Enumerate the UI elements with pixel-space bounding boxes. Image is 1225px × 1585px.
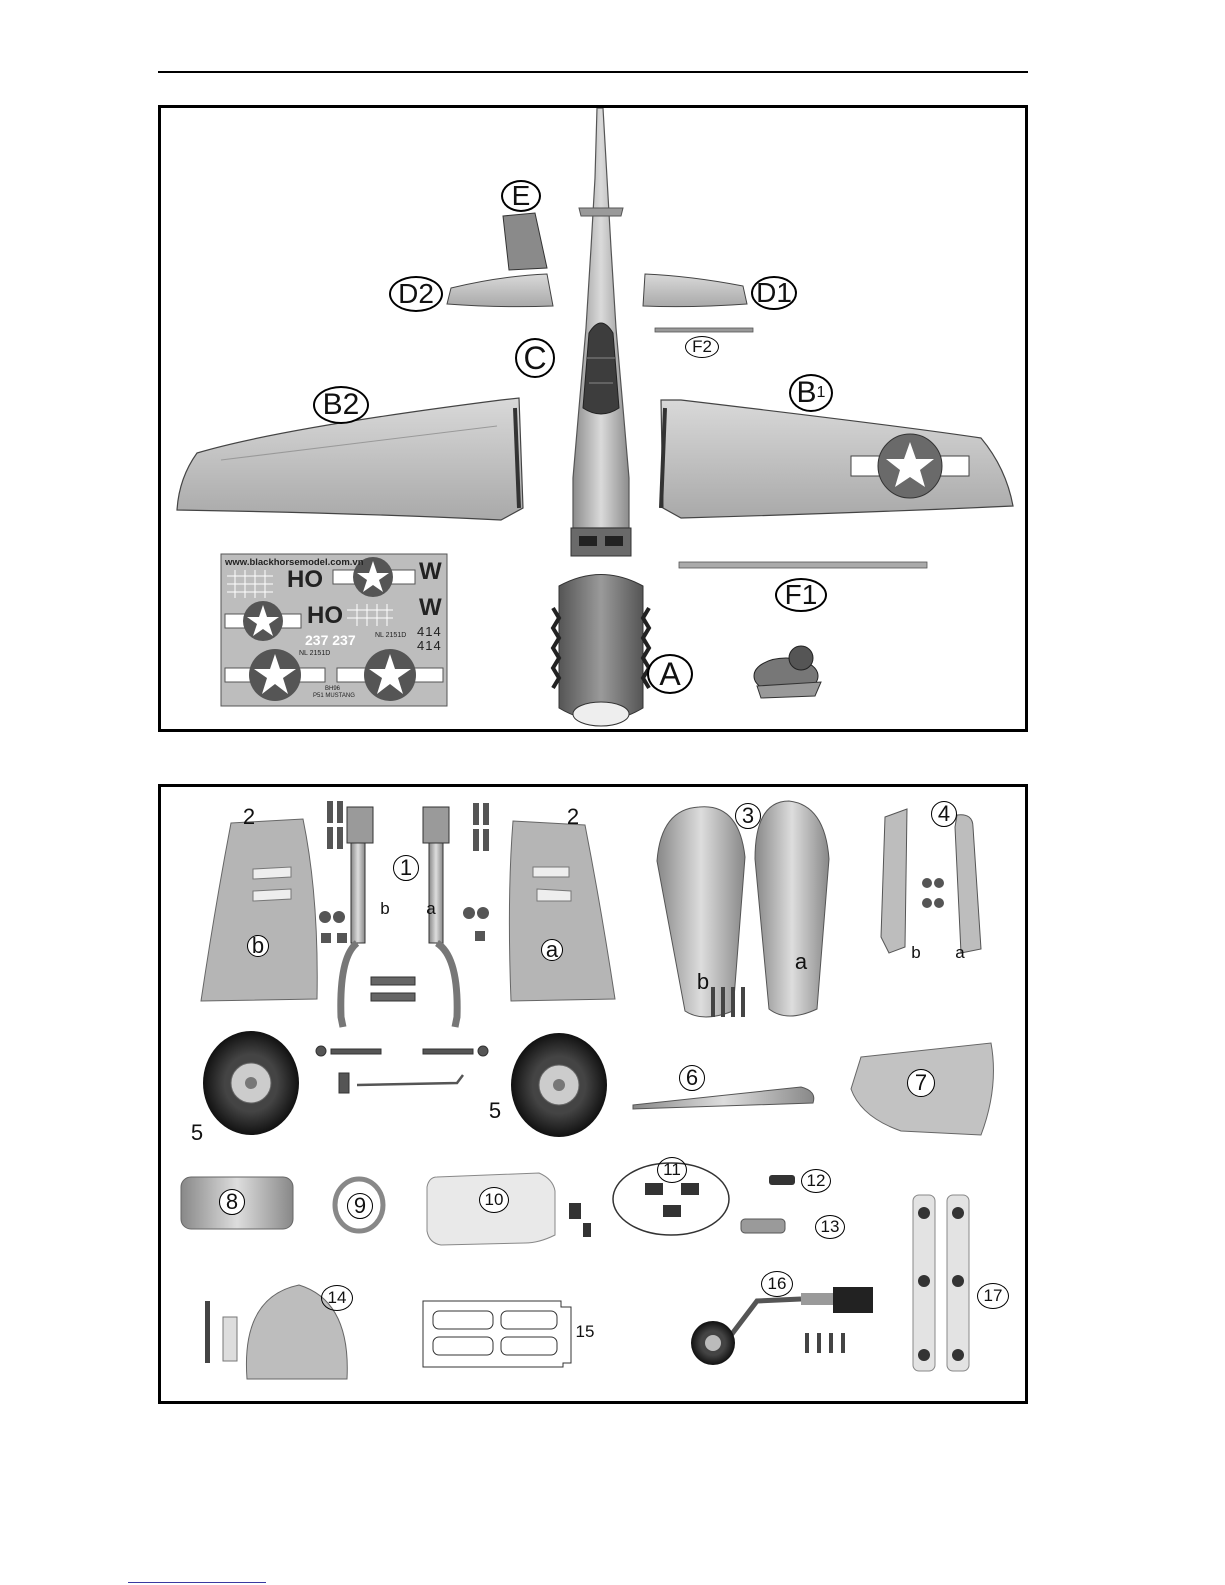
label-d1: D1 (751, 276, 797, 310)
hardware-parts-panel: 2 1 2 3 4 5 5 6 7 8 9 10 11 12 13 14 15 … (158, 784, 1028, 1404)
decal-number-414-2: 414 (417, 638, 442, 653)
wing-rod-f1 (679, 562, 927, 568)
label-a: A (647, 654, 693, 694)
sub-gear-a: a (423, 901, 439, 917)
footer-link-underline (128, 1582, 266, 1583)
mount-plate-a (955, 815, 981, 953)
fuselage-c (571, 108, 631, 556)
label-f1: F1 (775, 578, 827, 612)
label-10: 10 (479, 1187, 509, 1213)
label-d2: D2 (389, 276, 443, 312)
decal-code-ho: HO (287, 566, 323, 594)
stabilizer-d2 (447, 274, 553, 307)
label-b1-sub: 1 (817, 384, 826, 402)
main-wheel-right (511, 1033, 607, 1137)
sub-door-b: b (247, 935, 269, 957)
header-rule (158, 71, 1028, 73)
decal-letter-w: W (419, 558, 442, 586)
label-6: 6 (679, 1065, 705, 1091)
label-4: 4 (931, 801, 957, 827)
rudder-e (503, 213, 547, 270)
decal-model-2: P51 MUSTANG (313, 693, 355, 699)
tail-wheel-16 (691, 1287, 873, 1365)
label-3: 3 (735, 803, 761, 829)
sub-fairing-a: a (791, 951, 811, 973)
label-c: C (515, 338, 555, 378)
label-13: 13 (815, 1215, 845, 1239)
decal-sheet (221, 554, 447, 706)
label-14: 14 (321, 1285, 353, 1311)
label-f2: F2 (685, 336, 719, 358)
decal-tail-number: 237 237 (305, 632, 356, 648)
hatch-frame-15 (423, 1301, 571, 1367)
main-wheel-left (203, 1031, 299, 1135)
main-landing-gear (341, 807, 457, 1027)
decal-reg-2: NL 2151D (299, 650, 330, 657)
airframe-illustration (161, 108, 1025, 729)
wing-b1 (661, 400, 1013, 518)
label-8: 8 (219, 1189, 245, 1215)
sub-plate-a: a (951, 943, 969, 963)
stabilizer-d1 (643, 274, 747, 307)
cowl-a (553, 575, 649, 727)
label-2-left: 2 (237, 803, 261, 831)
stab-rod-f2 (655, 328, 753, 332)
sub-gear-b: b (377, 901, 393, 917)
decal-letter-w-2: W (419, 594, 442, 622)
gear-door-right (509, 821, 615, 1001)
label-17: 17 (977, 1283, 1009, 1309)
label-b1-main: B (797, 376, 817, 410)
label-e: E (501, 180, 541, 212)
label-5-left: 5 (185, 1119, 209, 1147)
label-11: 11 (657, 1157, 687, 1183)
pilot-figure (754, 646, 821, 698)
plate-nuts (922, 878, 944, 908)
part-13 (741, 1219, 785, 1233)
mount-plate-b (881, 809, 907, 953)
axle-hardware (316, 1046, 488, 1093)
decal-number-414: 414 (417, 624, 442, 639)
label-7: 7 (907, 1069, 935, 1097)
scoop-6 (633, 1087, 814, 1109)
sub-door-a: a (541, 939, 563, 961)
spinner-spacer (223, 1317, 237, 1361)
label-5-right: 5 (483, 1097, 507, 1125)
decal-reg: NL 2151D (375, 632, 406, 639)
sub-plate-b: b (907, 943, 925, 963)
decal-code-ho-2: HO (307, 602, 343, 630)
wheel-fairing-a (755, 801, 829, 1016)
gear-door-left (201, 819, 317, 1001)
label-15: 15 (569, 1319, 601, 1345)
spinner-bolt (205, 1301, 210, 1363)
label-12: 12 (801, 1169, 831, 1193)
servo-trays-17 (913, 1195, 969, 1371)
label-16: 16 (761, 1271, 793, 1297)
hardware-illustration (161, 787, 1025, 1401)
airframe-parts-panel: www.blackhorsemodel.com.vn HO W HO W 237… (158, 105, 1028, 732)
sub-fairing-b: b (693, 971, 713, 993)
tee-fittings (645, 1183, 699, 1217)
label-b2: B2 (313, 386, 369, 424)
label-1: 1 (393, 855, 419, 881)
part-12 (769, 1175, 795, 1185)
label-9: 9 (347, 1193, 373, 1219)
decal-model-1: BH96 (325, 686, 340, 692)
label-2-right: 2 (561, 803, 585, 831)
fuel-fittings (569, 1203, 591, 1237)
